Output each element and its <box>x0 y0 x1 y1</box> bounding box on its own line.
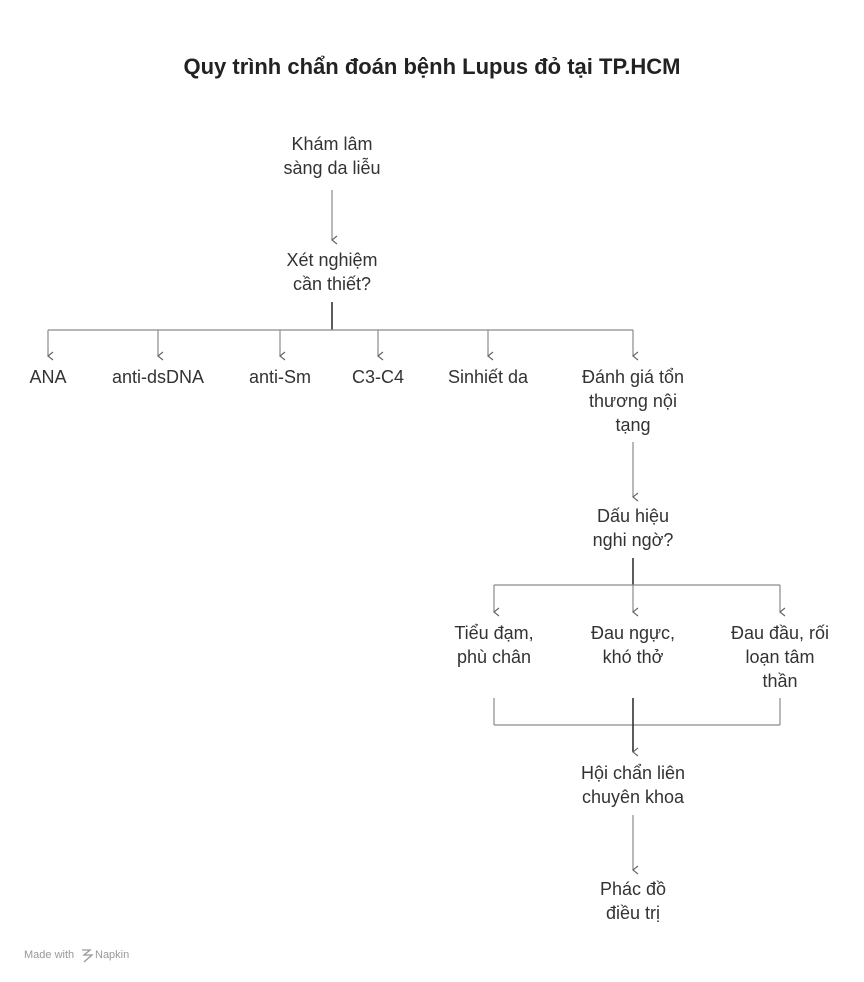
node-label: Đau đầu, rối <box>731 623 829 643</box>
node-label: tạng <box>615 415 650 435</box>
node-label: thần <box>762 671 797 691</box>
node-signs: Dấu hiệu nghi ngờ? <box>593 506 674 550</box>
node-label: thương nội <box>589 391 677 411</box>
node-label: Dấu hiệu <box>597 506 669 526</box>
node-biopsy: Sinhiết da <box>448 367 529 387</box>
node-consult: Hội chẩn liên chuyên khoa <box>581 763 685 807</box>
node-label: Xét nghiệm <box>286 250 377 270</box>
node-label: chuyên khoa <box>582 787 685 807</box>
diagram-title: Quy trình chẩn đoán bệnh Lupus đỏ tại TP… <box>183 54 680 79</box>
connectors <box>47 190 786 875</box>
node-anti-sm: anti-Sm <box>249 367 311 387</box>
node-label: Phác đồ <box>600 879 666 899</box>
footer-made-with-napkin[interactable]: Made with Napkin <box>24 949 129 963</box>
node-kidney: Tiểu đạm, phù chân <box>454 623 533 667</box>
node-neuro: Đau đầu, rối loạn tâm thần <box>731 623 829 691</box>
napkin-logo-icon <box>82 949 94 963</box>
footer-made-with: Made with <box>24 949 74 961</box>
node-organ: Đánh giá tổn thương nội tạng <box>582 367 684 435</box>
node-label: cần thiết? <box>293 274 371 294</box>
node-exam: Khám lâm sàng da liễu <box>283 134 380 178</box>
node-ana: ANA <box>29 367 66 387</box>
node-label: loạn tâm <box>745 647 814 667</box>
footer-brand: Napkin <box>95 949 129 961</box>
node-anti-dsdna: anti-dsDNA <box>112 367 204 387</box>
node-treatment: Phác đồ điều trị <box>600 879 666 923</box>
node-label: nghi ngờ? <box>593 530 674 550</box>
node-label: Đánh giá tổn <box>582 367 684 387</box>
node-label: sàng da liễu <box>283 157 380 178</box>
node-tests: Xét nghiệm cần thiết? <box>286 250 377 294</box>
node-label: khó thở <box>603 647 664 667</box>
node-label: điều trị <box>606 903 660 923</box>
node-label: Đau ngực, <box>591 623 675 643</box>
node-label: Hội chẩn liên <box>581 763 685 783</box>
node-label: Tiểu đạm, <box>454 623 533 643</box>
node-label: Khám lâm <box>291 134 372 154</box>
node-chest: Đau ngực, khó thở <box>591 623 675 667</box>
node-c3-c4: C3-C4 <box>352 367 404 387</box>
node-label: phù chân <box>457 647 531 667</box>
